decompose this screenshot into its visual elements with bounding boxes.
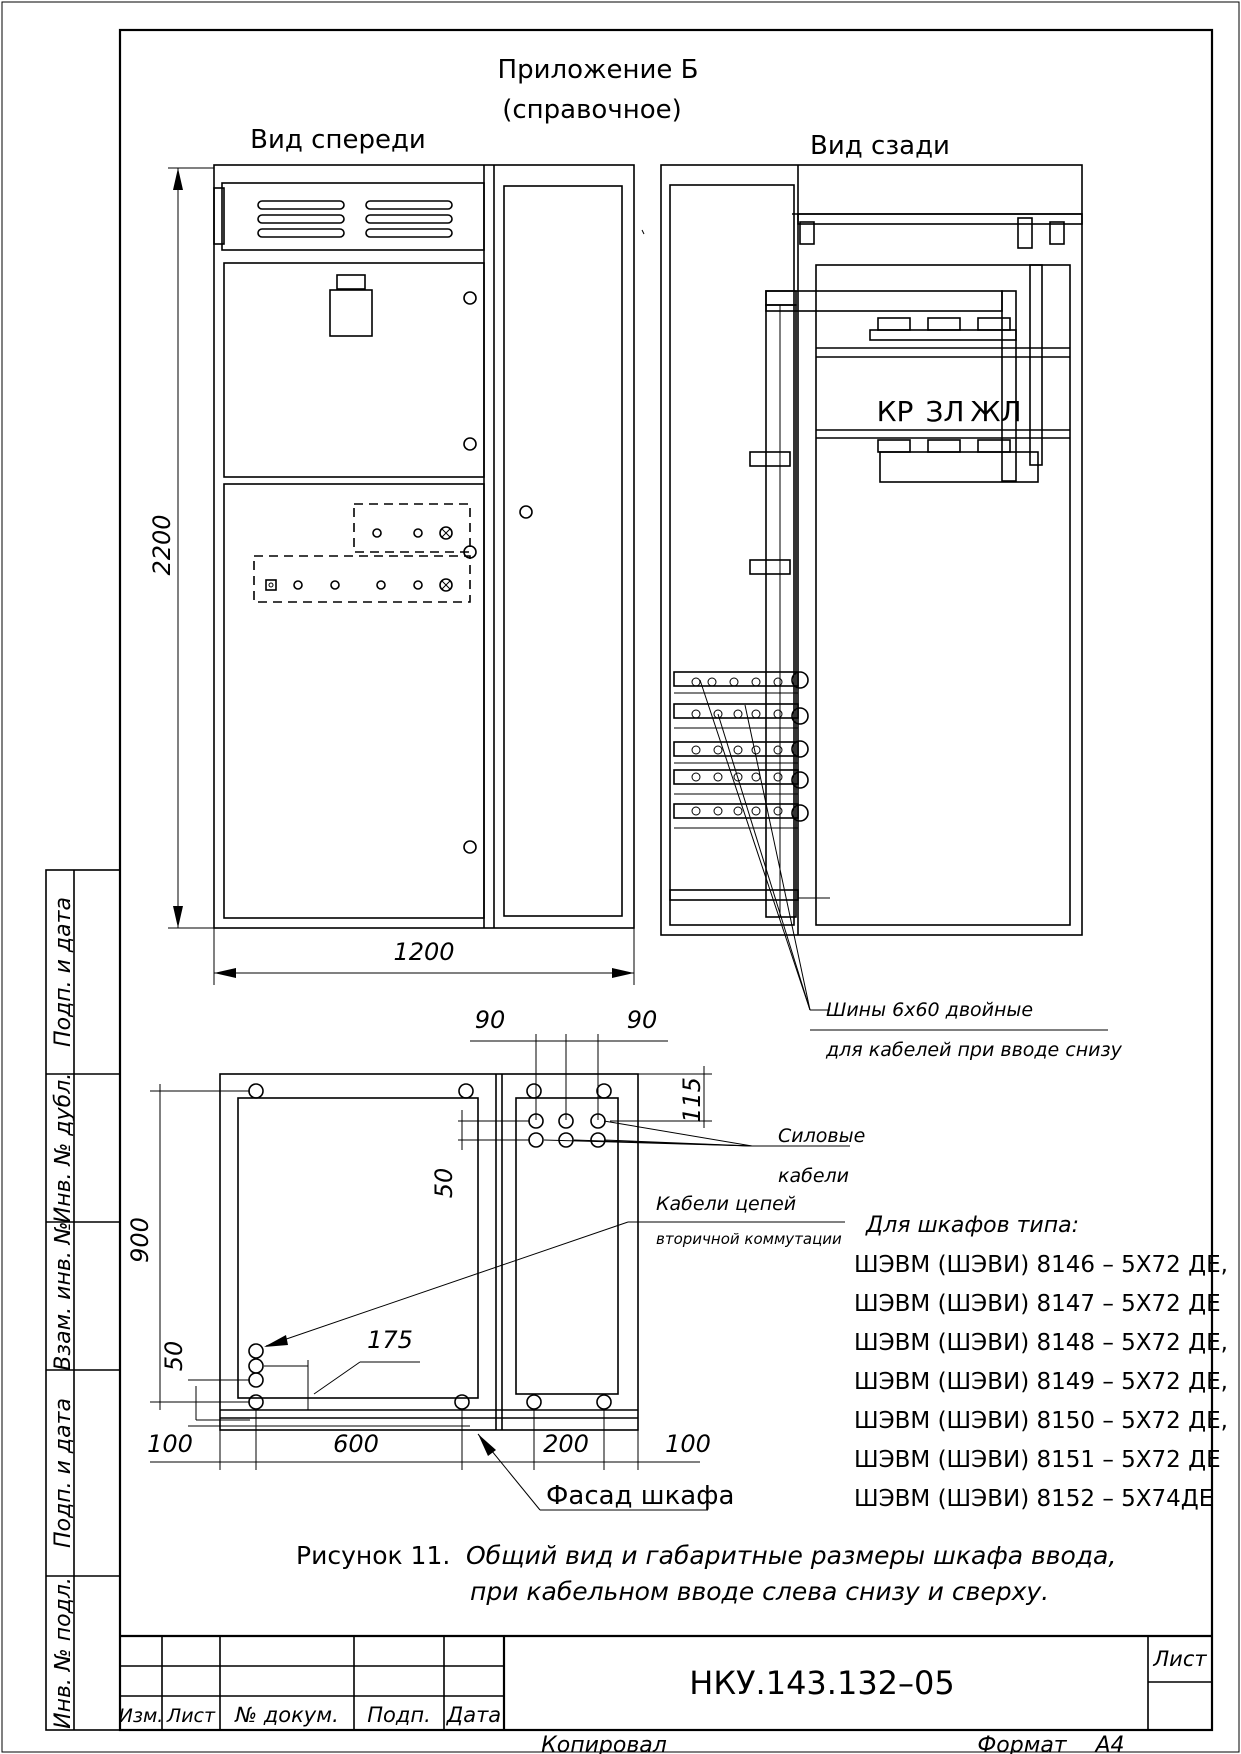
height-dimension: 2200: [148, 514, 176, 575]
phase-label-zl: ЗЛ: [925, 395, 964, 428]
cabinet-type-item: ШЭВМ (ШЭВИ) 8152 – 5Х74ДЕ: [854, 1486, 1213, 1512]
cabinet-type-item: ШЭВМ (ШЭВИ) 8148 – 5Х72 ДЕ,: [854, 1330, 1228, 1356]
dim-175: 175: [367, 1326, 413, 1354]
switch-handle-top: [336, 274, 366, 290]
power-cables-line2: кабели: [778, 1165, 849, 1187]
power-cables-line1: Силовые: [778, 1125, 865, 1147]
breaker-block: [879, 451, 1039, 483]
mounting-holes: [248, 1083, 612, 1410]
dim-50-upper: 50: [430, 1168, 458, 1199]
insulator: [1049, 221, 1065, 245]
facade-label: Фасад шкафа: [546, 1481, 734, 1511]
tb-col-izm: Изм.: [119, 1705, 164, 1727]
front-view-label: Вид спереди: [250, 125, 426, 155]
title-block: Изм. Лист № докум. Подп. Дата НКУ.143.13…: [119, 1634, 1212, 1754]
right-narrow-door: [503, 185, 623, 917]
vent-panel: [221, 182, 485, 251]
tb-col-list: Лист: [166, 1705, 216, 1727]
caption-line2: при кабельном вводе слева снизу и сверху…: [470, 1577, 1049, 1606]
side-stamp: Подп. и дата Инв. № дубл. Взам. инв. № П…: [45, 869, 121, 1731]
control-cables-line1: Кабели цепей: [656, 1193, 796, 1215]
indicator-lamp-icon: [439, 578, 453, 592]
rear-cabinet-outline: [660, 164, 1083, 936]
phase-label-zhl: ЖЛ: [970, 395, 1021, 428]
appendix-subtitle: (справочное): [502, 95, 682, 125]
control-cables-line2: вторичной коммутации: [656, 1230, 842, 1248]
caption-line1: Общий вид и габаритные размеры шкафа вво…: [466, 1541, 1116, 1570]
switch-handle: [329, 289, 373, 337]
dim-90-left: 90: [475, 1006, 506, 1034]
cabinet-type-item: ШЭВМ (ШЭВИ) 8146 – 5Х72 ДЕ,: [854, 1252, 1228, 1278]
cabinet-types-heading: Для шкафов типа:: [865, 1213, 1079, 1238]
plan-right-opening: [515, 1097, 619, 1395]
dim-100-left: 100: [147, 1430, 193, 1458]
front-view: 2200 1200: [148, 164, 645, 985]
vent-slots-right: [365, 200, 453, 238]
vent-slots-left: [257, 200, 345, 238]
side-stamp-label: Подп. и дата: [51, 1398, 76, 1548]
lower-door: [223, 483, 485, 919]
format-value: А4: [1093, 1733, 1124, 1754]
rear-left-section: [669, 184, 795, 926]
rear-view: КР ЗЛ ЖЛ: [660, 164, 1123, 1061]
bus-bracket: [765, 290, 797, 306]
side-stamp-label: Инв. № подл.: [51, 1577, 76, 1729]
dim-50-lower: 50: [160, 1341, 188, 1372]
power-cable-holes: [528, 1113, 606, 1148]
busbar-note-line2: для кабелей при вводе снизу: [825, 1039, 1123, 1061]
side-stamp-label: Взам. инв. №: [51, 1221, 76, 1370]
plan-view: 90 90 115 50 Силовые кабели Кабели цепей…: [126, 1006, 865, 1511]
dim-115: 115: [678, 1077, 706, 1123]
dim-600: 600: [333, 1430, 379, 1458]
width-dimension: 1200: [393, 938, 454, 966]
tb-col-docnum: № докум.: [234, 1703, 339, 1727]
dim-900: 900: [126, 1217, 154, 1263]
tb-col-data: Дата: [446, 1703, 501, 1727]
front-cabinet-outline: [213, 164, 635, 929]
dim-200: 200: [543, 1430, 589, 1458]
figure-label: Рисунок 11.: [296, 1541, 450, 1570]
door-lock-icon: [463, 291, 477, 305]
cabinet-type-item: ШЭВМ (ШЭВИ) 8150 – 5Х72 ДЕ,: [854, 1408, 1228, 1434]
indicator-lamp-icon: [439, 526, 453, 540]
rear-inner-frame: [815, 264, 1071, 926]
tb-sheet-label: Лист: [1152, 1647, 1207, 1671]
indicator-panel-upper: [353, 503, 471, 553]
door-lock-icon: [463, 437, 477, 451]
busbar-note-line1: Шины 6х60 двойные: [826, 999, 1033, 1021]
cabinet-type-item: ШЭВМ (ШЭВИ) 8151 – 5Х72 ДЕ: [854, 1447, 1221, 1473]
plan-cabinet-outline: [219, 1073, 639, 1431]
insulator: [799, 221, 815, 245]
terminal-busbars: [673, 671, 809, 829]
dim-100-right: 100: [665, 1430, 711, 1458]
drawing-frame: [118, 28, 1214, 1732]
copied-label: Копировал: [541, 1733, 667, 1754]
door-lock-icon: [463, 840, 477, 854]
bus-bracket-horizontal: [765, 290, 1003, 312]
doc-code: НКУ.143.132–05: [689, 1664, 955, 1702]
format-label: Формат: [977, 1733, 1067, 1754]
upper-door: [223, 262, 485, 478]
cabinet-type-item: ШЭВМ (ШЭВИ) 8149 – 5Х72 ДЕ,: [854, 1369, 1228, 1395]
cabinet-types-list: Для шкафов типа: ШЭВМ (ШЭВИ) 8146 – 5Х72…: [854, 1213, 1228, 1512]
side-stamp-label: Инв. № дубл.: [51, 1073, 76, 1224]
cabinet-type-item: ШЭВМ (ШЭВИ) 8147 – 5Х72 ДЕ: [854, 1291, 1221, 1317]
door-lock-icon: [519, 505, 533, 519]
appendix-title: Приложение Б: [498, 55, 699, 85]
rear-view-label: Вид сзади: [810, 131, 950, 161]
dim-90-right: 90: [627, 1006, 658, 1034]
tb-col-podp: Подп.: [367, 1703, 431, 1727]
plan-left-opening: [237, 1097, 479, 1399]
control-cable-holes: [248, 1343, 264, 1388]
phase-label-kr: КР: [877, 395, 914, 428]
indicator-panel-lower: [253, 555, 471, 603]
side-stamp-label: Подп. и дата: [51, 897, 76, 1047]
vent-hinge: [213, 187, 225, 245]
top-busbar: [797, 213, 1083, 225]
